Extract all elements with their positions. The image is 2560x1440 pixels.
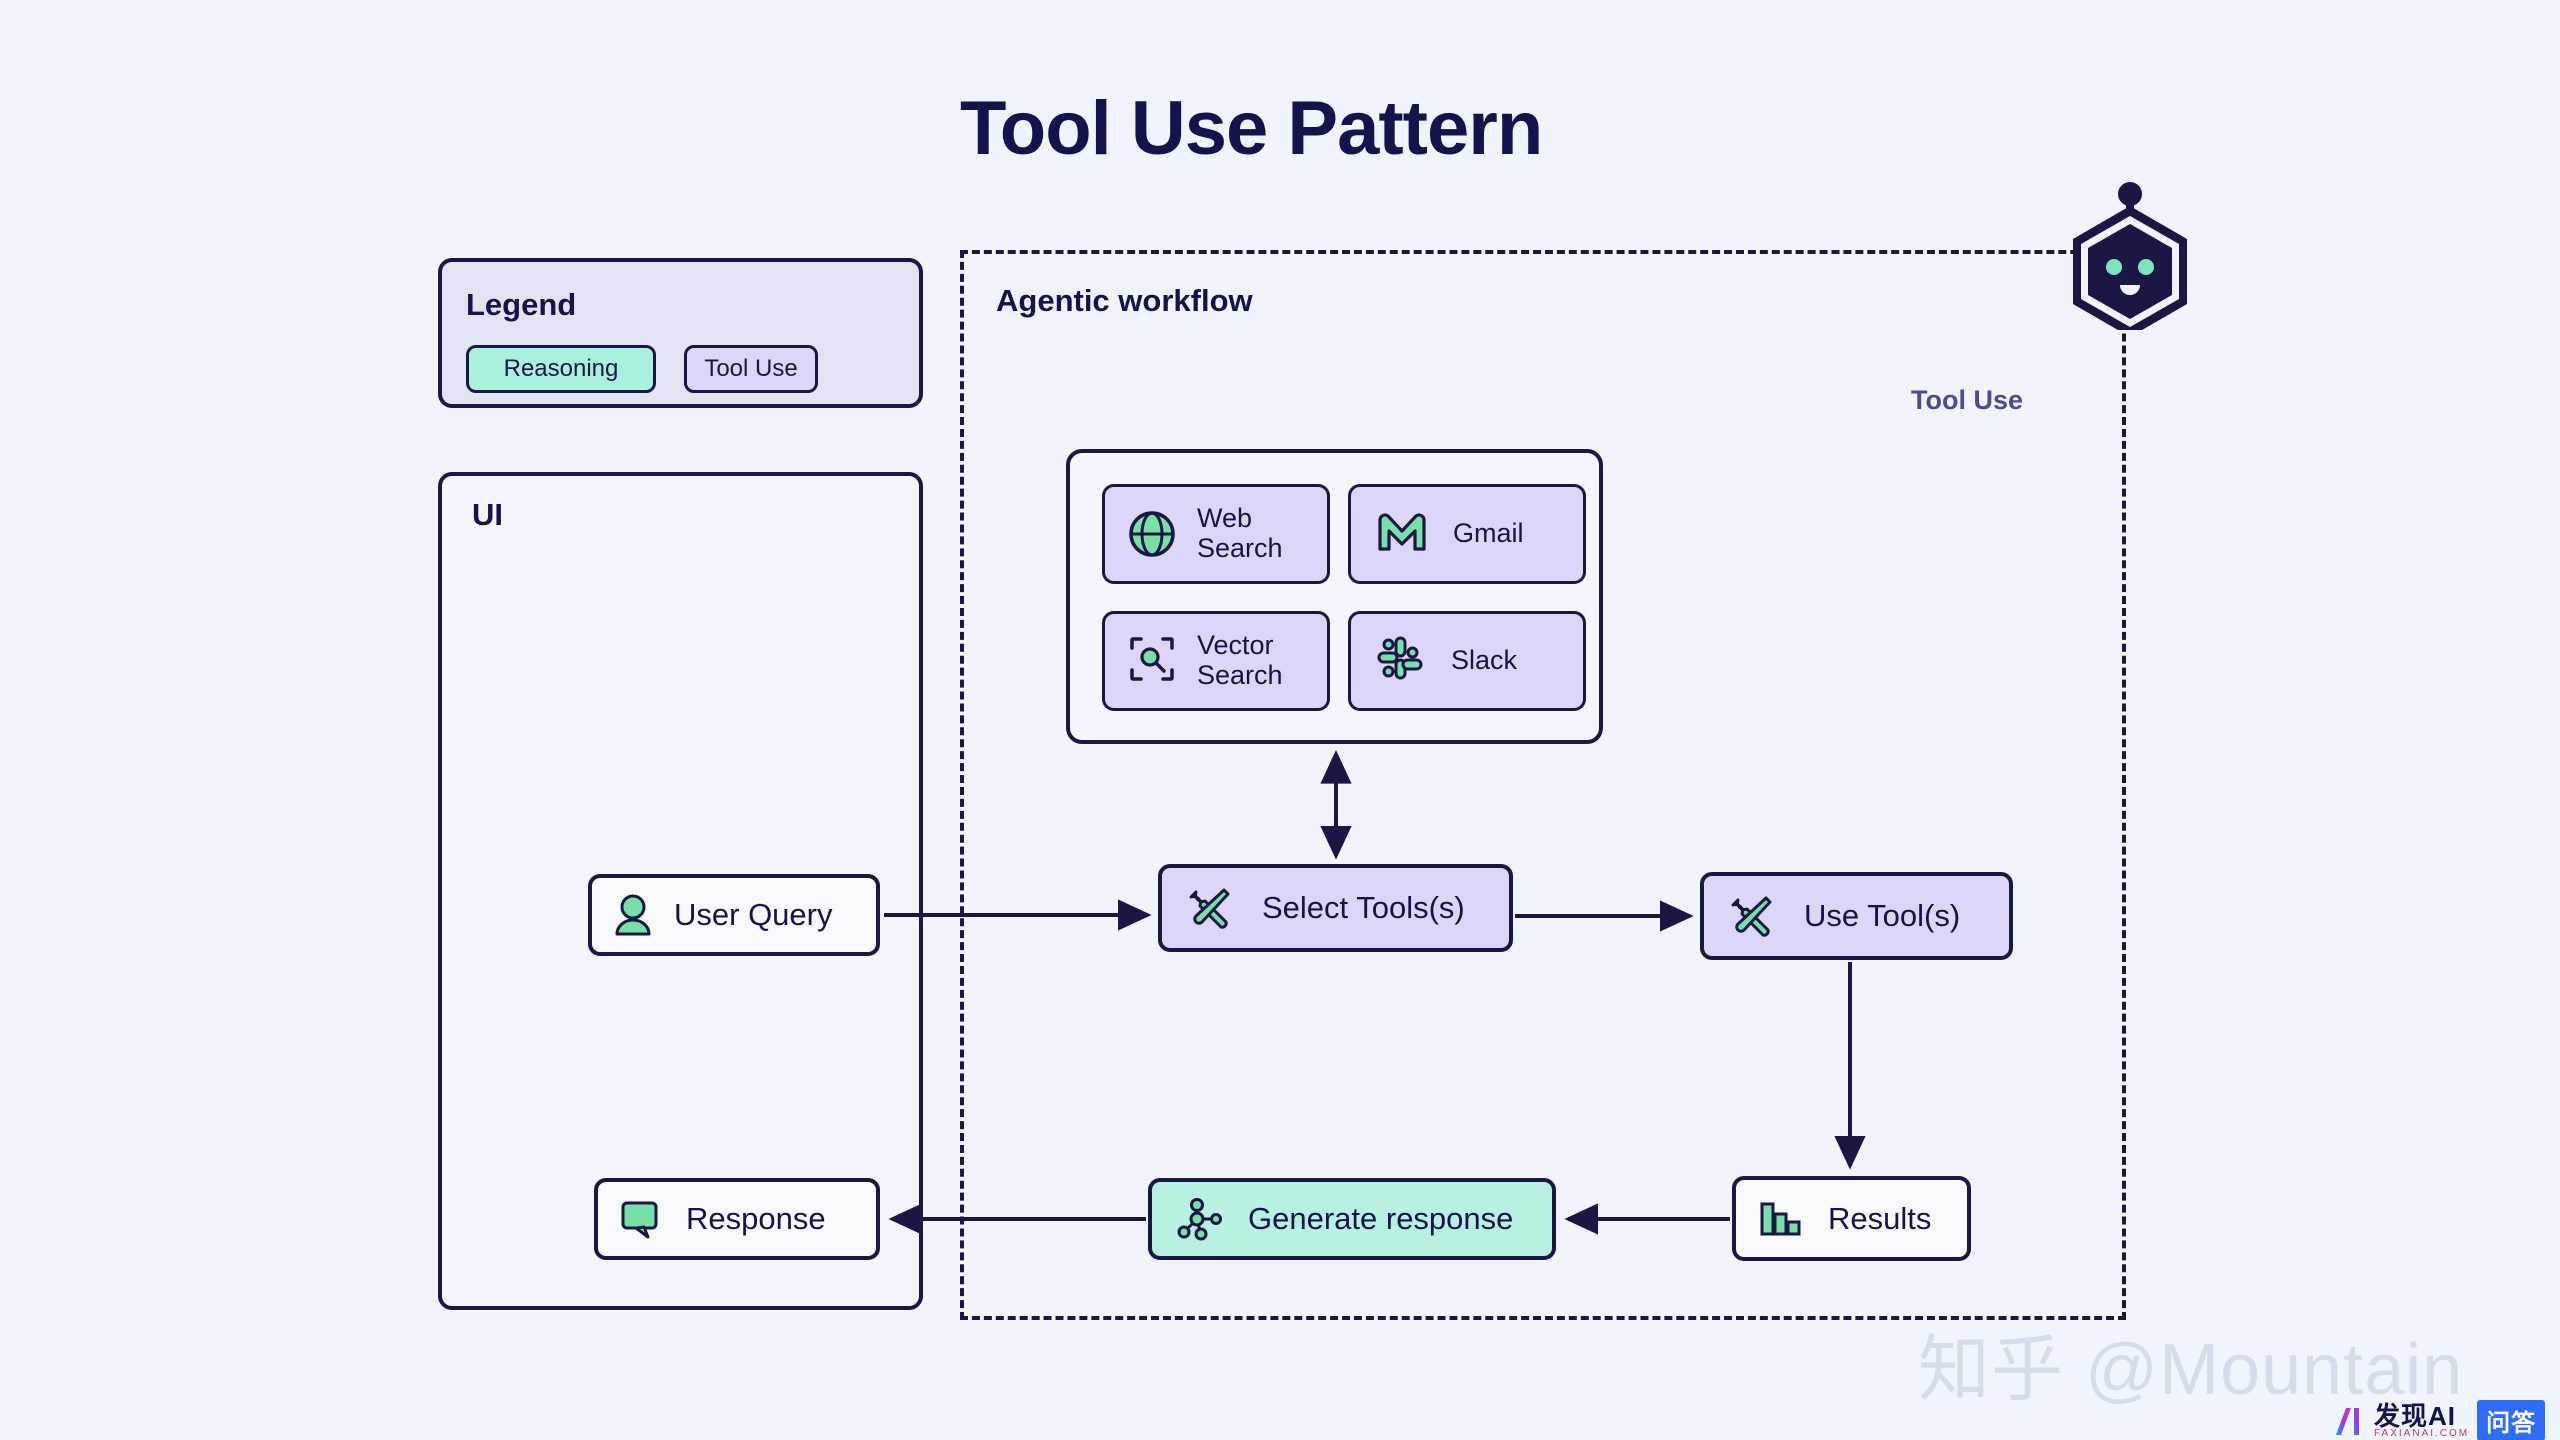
watermark-author: 知乎 @Mountain [1918,1330,2464,1410]
tool-card-web-search[interactable]: Web Search [1102,484,1330,584]
node-user-query[interactable]: User Query [588,874,880,956]
agentic-workflow-heading: Agentic workflow [996,283,1253,318]
gmail-icon [1375,510,1429,559]
ui-panel-heading: UI [472,497,503,532]
tool-card-slack[interactable]: Slack [1348,611,1586,711]
legend-chip-reasoning-label: Reasoning [503,355,619,382]
slack-icon [1375,634,1425,689]
bar-chart-icon [1758,1196,1804,1242]
watermark-badge-url: FAXIANAI.COM [2374,1427,2470,1439]
watermark-ai-logo [2332,1404,2366,1438]
node-results-label: Results [1828,1200,1932,1236]
node-select-tools[interactable]: Select Tools(s) [1158,864,1513,952]
node-graph-icon [1176,1195,1224,1243]
node-generate-response-label: Generate response [1248,1201,1514,1237]
tool-card-web-search-label: Web Search [1197,503,1283,563]
node-user-query-label: User Query [674,897,833,933]
tools-cross-icon [1728,892,1776,940]
legend-heading: Legend [466,287,577,322]
node-use-tools[interactable]: Use Tool(s) [1700,872,2013,960]
node-results[interactable]: Results [1732,1176,1971,1261]
tools-cross-icon [1186,884,1234,932]
watermark-badge-qa: 问答 [2477,1400,2546,1440]
watermark-badge: 发现AI FAXIANAI.COM 问答 [2332,1400,2546,1440]
tool-use-side-label: Tool Use [1911,385,2024,415]
tool-card-gmail[interactable]: Gmail [1348,484,1586,584]
speech-bubble-icon [620,1199,664,1239]
legend-chip-reasoning[interactable]: Reasoning [466,345,656,393]
vector-search-icon [1127,634,1177,689]
node-generate-response[interactable]: Generate response [1148,1178,1556,1260]
user-icon [614,894,652,936]
tool-card-slack-label: Slack [1451,645,1518,676]
node-response[interactable]: Response [594,1178,880,1260]
node-select-tools-label: Select Tools(s) [1262,890,1465,926]
page-title: Tool Use Pattern [960,86,1543,171]
tool-card-vector-search[interactable]: Vector Search [1102,611,1330,711]
watermark-badge-cn: 发现AI [2374,1400,2457,1431]
globe-icon [1127,509,1177,559]
legend-chip-tool-use[interactable]: Tool Use [684,345,818,393]
agentic-workflow-region [960,250,2126,1320]
legend-chip-tool-use-label: Tool Use [704,355,798,382]
robot-hexagon-icon [2060,180,2200,337]
tool-card-vector-search-label: Vector Search [1197,630,1283,690]
node-use-tools-label: Use Tool(s) [1804,898,1961,934]
node-response-label: Response [686,1201,826,1237]
tool-card-gmail-label: Gmail [1453,518,1524,549]
